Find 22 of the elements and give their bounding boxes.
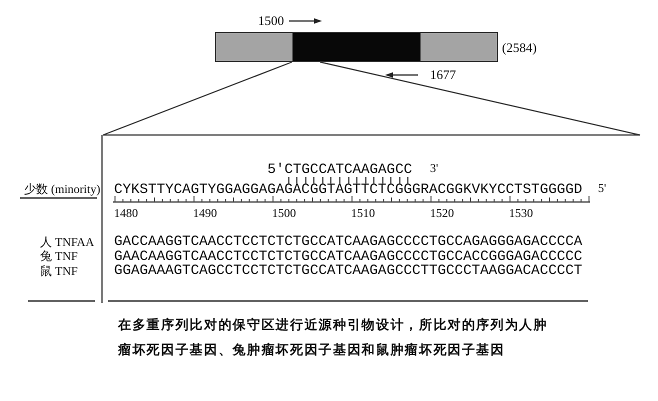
sequence-row: GACCAAGGTCAACCTCCTCTCTGCCATCAAGAGCCCCTGCCAGAGGGAGACCCCA (114, 234, 582, 250)
primer-sequence: 5'CTGCCATCAAGAGCC (267, 162, 412, 178)
ruler-number: 1510 (351, 206, 375, 221)
row-label: 鼠 TNF (40, 264, 78, 278)
row-label: 少数 (minority) (24, 182, 100, 197)
ruler-number: 1500 (272, 206, 296, 221)
length-label: (2584) (502, 40, 537, 56)
ruler-number: 1520 (430, 206, 454, 221)
caption: 在多重序列比对的保守区进行近源种引物设计，所比对的序列为人肿瘤坏死因子基因、兔肿瘤坏死因子基因和鼠肿瘤坏死因子基因 (118, 316, 549, 359)
sequence-row: GAACAAGGTCAACCTCCTCTCTGCCATCAAGAGCCCCTGCCACCGGGAGACCCCC (114, 248, 582, 264)
gene-bar (215, 32, 498, 62)
ruler-number: 1480 (114, 206, 138, 221)
sequence-row: GGAGAAAGTCAGCCTCCTCTCTGCCATCAAGAGCCCTTGCCCTAAGGACACCCCT (114, 263, 582, 279)
position-label: 1677 (430, 67, 456, 83)
ruler-number: 1490 (193, 206, 217, 221)
row-label: 人 TNFAA (40, 234, 94, 250)
ruler-number: 1530 (509, 206, 533, 221)
strand-end-label: 5' (598, 180, 606, 196)
row-label: 兔 TNF (40, 249, 78, 264)
consensus-sequence: CYKSTTYCAGTYGGAGGAGAGACGGTAGTTCTCGGGRACGGKVKYCCTSTGGGGD (114, 182, 582, 198)
position-label: 1500 (258, 13, 284, 29)
strand-end-label: 3' (430, 160, 438, 176)
